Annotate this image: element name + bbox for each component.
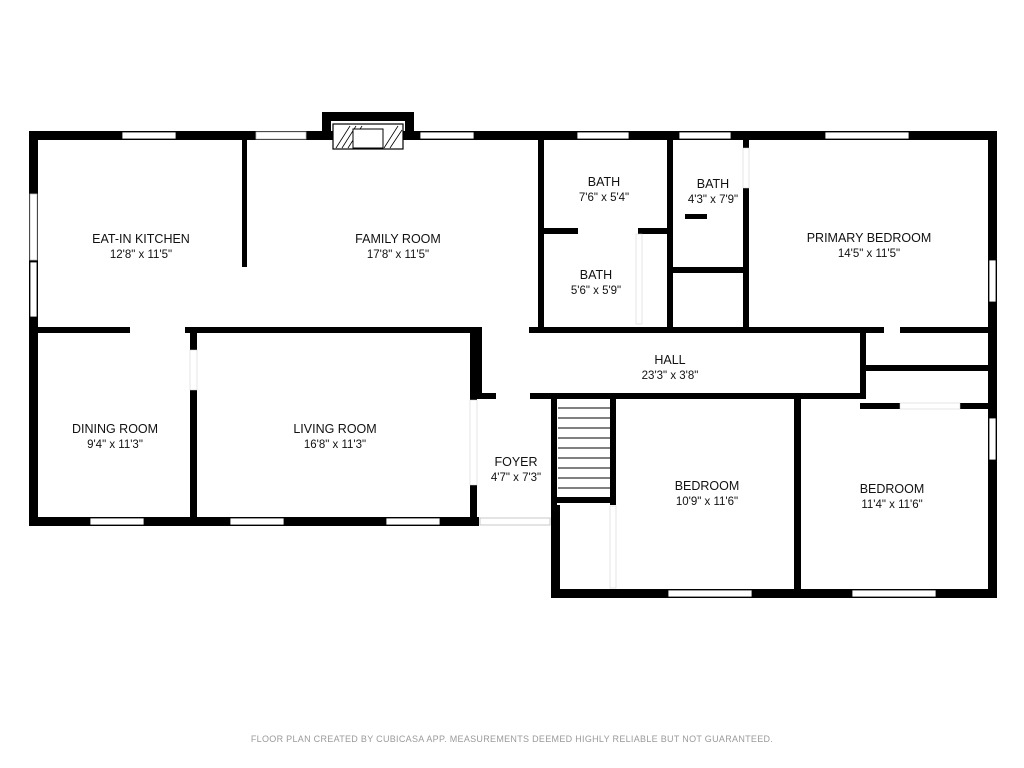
- room-labels: EAT-IN KITCHEN 12'8" x 11'5" FAMILY ROOM…: [72, 175, 931, 511]
- fireplace: [332, 123, 404, 150]
- room-dim-hall: 23'3" x 3'8": [642, 370, 699, 382]
- room-dim-primary: 14'5" x 11'5": [838, 248, 900, 260]
- room-dim-kitchen: 12'8" x 11'5": [110, 249, 172, 261]
- room-dim-family: 17'8" x 11'5": [367, 249, 429, 261]
- room-name-bedroom2: BEDROOM: [860, 482, 925, 496]
- room-dim-bath1: 7'6" x 5'4": [579, 192, 629, 204]
- windows: [29, 131, 997, 598]
- room-name-bedroom1: BEDROOM: [675, 479, 740, 493]
- room-dim-foyer: 4'7" x 7'3": [491, 472, 541, 484]
- door-openings: [130, 147, 961, 589]
- room-name-hall: HALL: [654, 353, 685, 367]
- room-dim-living: 16'8" x 11'3": [304, 439, 366, 451]
- room-name-bath1: BATH: [588, 175, 620, 189]
- footer-disclaimer: FLOOR PLAN CREATED BY CUBICASA APP. MEAS…: [250, 734, 774, 744]
- room-dim-bedroom1: 10'9" x 11'6": [676, 496, 738, 508]
- room-name-foyer: FOYER: [494, 455, 537, 469]
- room-name-kitchen: EAT-IN KITCHEN: [92, 232, 190, 246]
- room-name-living: LIVING ROOM: [293, 422, 376, 436]
- room-dim-bedroom2: 11'4" x 11'6": [861, 499, 922, 511]
- room-name-dining: DINING ROOM: [72, 422, 158, 436]
- room-name-bath3: BATH: [580, 268, 612, 282]
- room-name-primary: PRIMARY BEDROOM: [807, 231, 932, 245]
- interior-walls: [29, 140, 997, 598]
- room-dim-bath2: 4'3" x 7'9": [688, 194, 738, 206]
- room-name-family: FAMILY ROOM: [355, 232, 441, 246]
- room-dim-bath3: 5'6" x 5'9": [571, 285, 621, 297]
- room-name-bath2: BATH: [697, 177, 729, 191]
- staircase: [558, 407, 610, 489]
- room-dim-dining: 9'4" x 11'3": [87, 439, 143, 451]
